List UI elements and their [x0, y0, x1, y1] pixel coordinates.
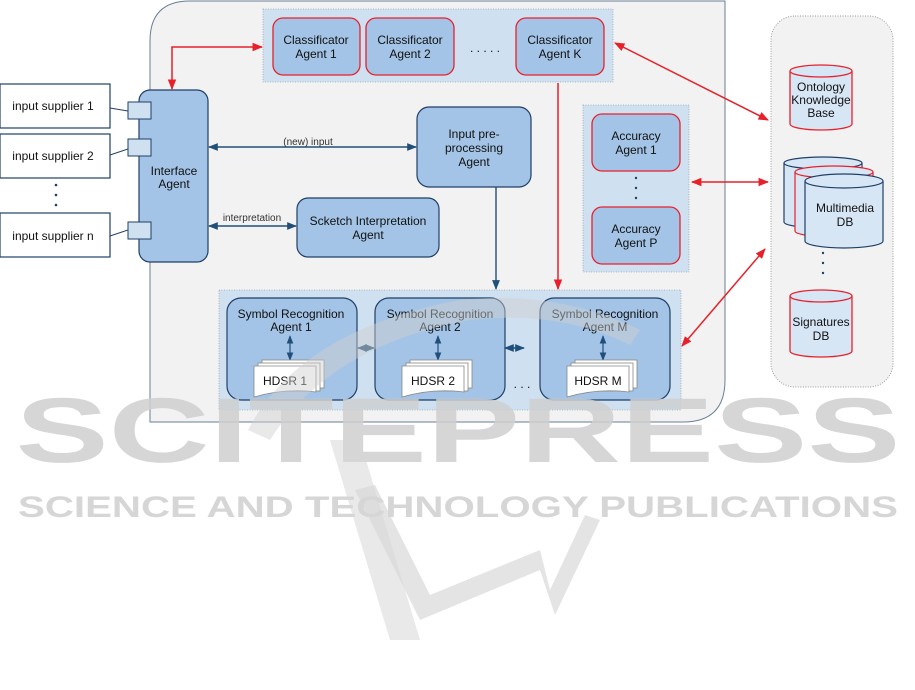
classificator-label: Classificator	[283, 33, 348, 47]
arrow-classificator-ontology	[614, 42, 769, 121]
hdsr-document-stack: HDSR 1	[253, 359, 325, 398]
multimedia-db: Multimedia DB	[804, 173, 884, 249]
preprocessing-label: processing	[445, 141, 503, 155]
input-supplier-label: input supplier 1	[12, 99, 94, 113]
ontology-knowledge-base: Ontology Knowledge Base	[789, 64, 853, 131]
symbol-agent-ellipsis: . . .	[514, 377, 531, 391]
db-label: Signatures	[792, 315, 849, 329]
watermark-scitepress: SCITEPRESS	[16, 380, 901, 482]
classificator-label: Agent 1	[295, 47, 337, 61]
input-supplier-n: input supplier n	[0, 212, 111, 258]
watermark-v-shape	[355, 485, 600, 620]
classificator-agent-1: Classificator Agent 1	[272, 17, 361, 76]
supplier-ellipsis	[54, 183, 58, 207]
accuracy-label: Agent P	[615, 236, 658, 250]
input-supplier-2: input supplier 2	[0, 133, 111, 179]
input-supplier-label: input supplier 2	[12, 149, 94, 163]
classificator-agent-k: Classificator Agent K	[515, 17, 605, 76]
interface-agent-label: Agent	[158, 177, 190, 191]
symbol-agent-label: Symbol Recognition	[238, 307, 345, 321]
input-supplier-label: input supplier n	[12, 229, 93, 243]
db-label: DB	[813, 329, 830, 343]
interface-agent: Interface Agent	[138, 89, 209, 263]
hdsr-document-stack: HDSR M	[566, 359, 638, 398]
symbol-recognition-agent-m: Symbol Recognition Agent M HDSR M	[539, 297, 671, 401]
classificator-ellipsis: . . . . .	[470, 41, 500, 55]
classificator-agent-2: Classificator Agent 2	[365, 17, 455, 76]
signatures-db: Signatures DB	[789, 289, 853, 358]
preprocessing-label: Input pre-	[448, 127, 499, 141]
classificator-label: Classificator	[377, 33, 442, 47]
accuracy-agent-1: Accuracy Agent 1	[591, 113, 681, 172]
symbol-recognition-agent-1: Symbol Recognition Agent 1 HDSR 1	[226, 297, 358, 401]
accuracy-label: Agent 1	[615, 143, 657, 157]
db-label: Multimedia	[816, 201, 874, 215]
preprocessing-agent: Input pre- processing Agent	[416, 106, 532, 188]
symbol-agent-label: Agent 1	[270, 320, 312, 334]
port-1	[127, 101, 152, 120]
arrow-interface-classificator	[167, 42, 264, 91]
port-2	[127, 138, 152, 157]
interpretation-label: interpretation	[223, 213, 281, 224]
db-label: Ontology	[797, 80, 845, 94]
watermark: SCITEPRESS SCIENCE AND TECHNOLOGY PUBLIC…	[16, 298, 901, 640]
interface-agent-label: Interface	[151, 164, 198, 178]
input-supplier-1: input supplier 1	[0, 83, 111, 129]
db-ellipsis	[821, 251, 825, 275]
classificator-label: Classificator	[527, 33, 592, 47]
symbol-agent-label: Symbol Recognition	[552, 307, 659, 321]
sketch-agent-label: Agent	[352, 228, 384, 242]
classificator-label: Agent K	[539, 47, 582, 61]
arrow-symbol-databases	[681, 248, 766, 347]
multimedia-db-stack: Multimedia DB	[783, 156, 884, 249]
db-label: Knowledge	[791, 93, 851, 107]
accuracy-label: Accuracy	[611, 222, 660, 236]
new-input-label: (new) input	[283, 137, 333, 148]
watermark-subtitle: SCIENCE AND TECHNOLOGY PUBLICATIONS	[18, 491, 898, 524]
hdsr-document-stack: HDSR 2	[401, 359, 473, 398]
db-label: Base	[807, 106, 835, 120]
watermark-swoosh	[248, 298, 640, 640]
sketch-interpretation-agent: Scketch Interpretation Agent	[296, 197, 440, 258]
accuracy-ellipsis	[634, 176, 638, 200]
db-label: DB	[837, 215, 854, 229]
classificator-label: Agent 2	[389, 47, 431, 61]
preprocessing-label: Agent	[458, 155, 490, 169]
symbol-agent-label: Agent 2	[419, 320, 461, 334]
hdsr-label: HDSR M	[574, 374, 621, 388]
interface-ports	[109, 101, 152, 240]
accuracy-label: Accuracy	[611, 129, 660, 143]
accuracy-agent-p: Accuracy Agent P	[591, 206, 681, 265]
port-n	[127, 221, 152, 240]
hdsr-label: HDSR 2	[411, 374, 455, 388]
symbol-agent-label: Symbol Recognition	[387, 307, 494, 321]
sketch-agent-label: Scketch Interpretation	[310, 214, 427, 228]
hdsr-label: HDSR 1	[263, 374, 307, 388]
symbol-agent-label: Agent M	[583, 320, 628, 334]
